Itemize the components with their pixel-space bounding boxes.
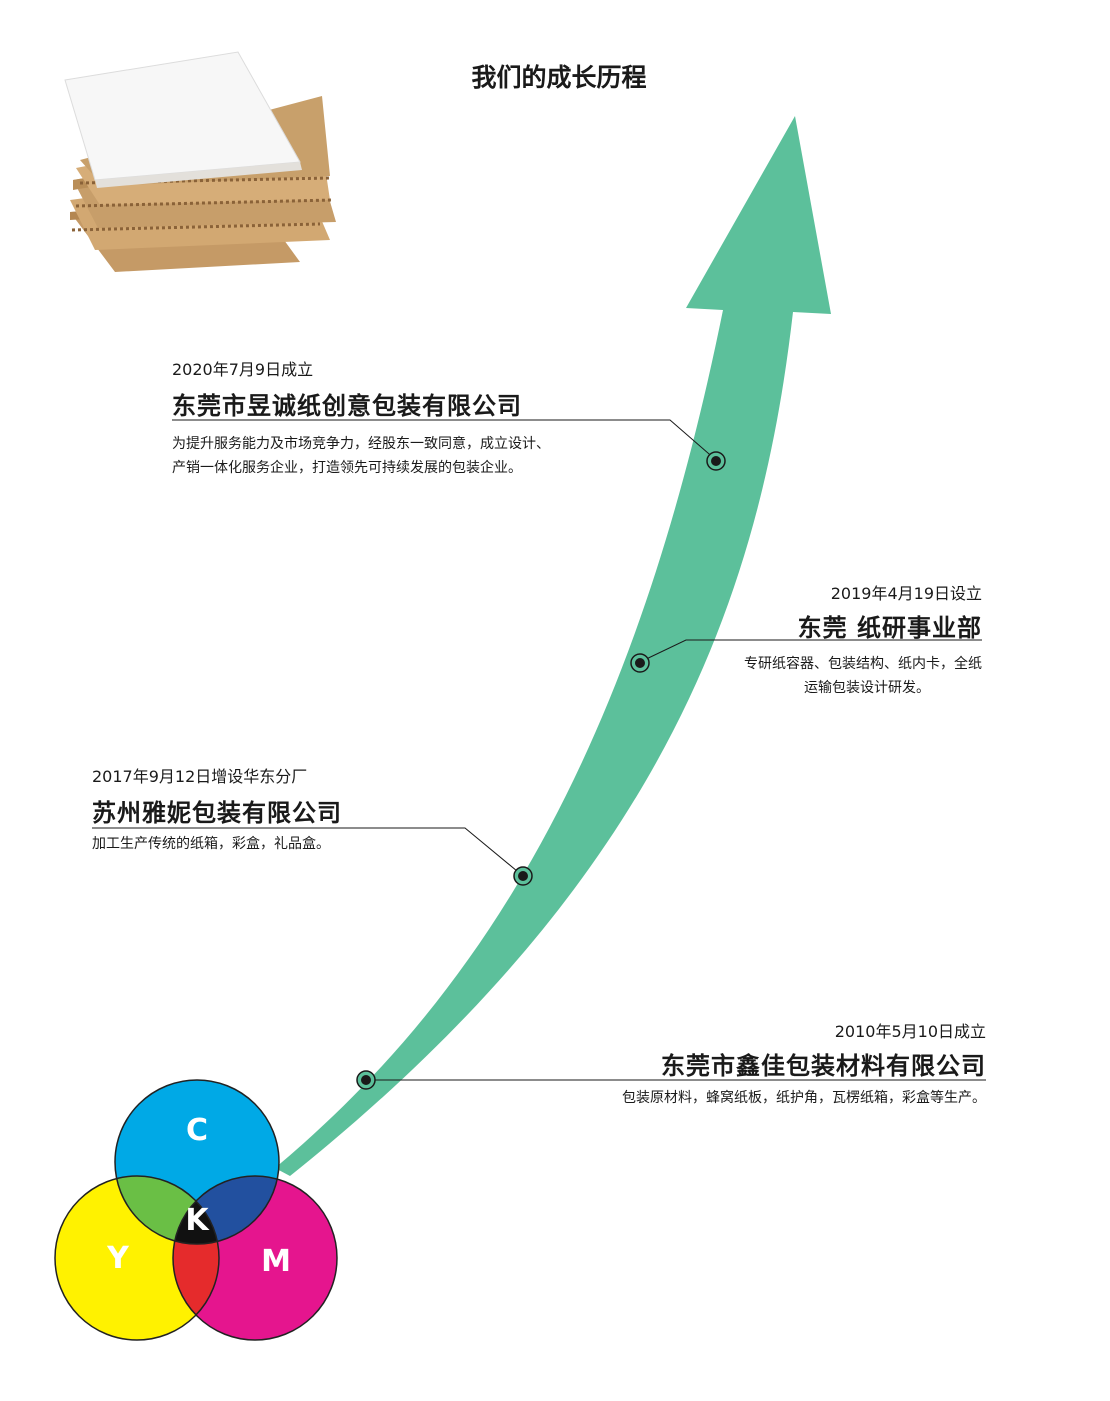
cmyk-label-y: Y xyxy=(106,1241,130,1276)
milestone-desc-line: 产销一体化服务企业，打造领先可持续发展的包装企业。 xyxy=(172,460,522,476)
milestone-company: 苏州雅妮包装有限公司 xyxy=(92,799,342,827)
cmyk-label-c: C xyxy=(186,1113,208,1148)
milestone-2020-description: 为提升服务能力及市场竞争力，经股东一致同意，成立设计、 产销一体化服务企业，打造… xyxy=(172,432,550,480)
milestone-2020: 2020年7月9日成立 东莞市昱诚纸创意包装有限公司 xyxy=(172,356,522,421)
milestone-desc-line: 加工生产传统的纸箱，彩盒，礼品盒。 xyxy=(92,836,330,852)
milestone-2019: 2019年4月19日设立 东莞 纸研事业部 xyxy=(798,580,982,643)
cmyk-label-k: K xyxy=(185,1203,210,1238)
milestone-2017-description: 加工生产传统的纸箱，彩盒，礼品盒。 xyxy=(92,832,330,856)
milestone-desc-line: 运输包装设计研发。 xyxy=(804,680,930,696)
milestone-company: 东莞市鑫佳包装材料有限公司 xyxy=(661,1052,986,1080)
milestone-desc-line: 专研纸容器、包装结构、纸内卡，全纸 xyxy=(744,656,982,672)
milestone-company: 东莞市昱诚纸创意包装有限公司 xyxy=(172,392,522,420)
timeline-node-2017 xyxy=(513,866,533,886)
timeline-node-2020 xyxy=(706,451,726,471)
milestone-desc-line: 为提升服务能力及市场竞争力，经股东一致同意，成立设计、 xyxy=(172,436,550,452)
connector-lines xyxy=(92,419,986,1081)
milestone-date: 2010年5月10日成立 xyxy=(834,1022,986,1041)
cmyk-circles-logo: C Y M K xyxy=(54,1079,338,1341)
milestone-company: 东莞 纸研事业部 xyxy=(797,614,982,642)
timeline-node-2019 xyxy=(630,653,650,673)
growth-arrow xyxy=(275,116,831,1176)
milestone-date: 2017年9月12日增设华东分厂 xyxy=(92,767,308,786)
cmyk-label-m: M xyxy=(261,1244,291,1279)
milestone-2010-description: 包装原材料，蜂窝纸板，纸护角，瓦楞纸箱，彩盒等生产。 xyxy=(622,1086,986,1110)
milestone-date: 2019年4月19日设立 xyxy=(830,584,982,603)
milestone-date: 2020年7月9日成立 xyxy=(172,360,314,379)
page-title: 我们的成长历程 xyxy=(471,63,647,92)
milestone-desc-line: 包装原材料，蜂窝纸板，纸护角，瓦楞纸箱，彩盒等生产。 xyxy=(622,1090,986,1106)
timeline-node-2010 xyxy=(356,1070,376,1090)
cardboard-stack-image xyxy=(64,51,336,272)
milestone-2019-description: 专研纸容器、包装结构、纸内卡，全纸 运输包装设计研发。 xyxy=(744,652,982,700)
milestone-2017: 2017年9月12日增设华东分厂 苏州雅妮包装有限公司 xyxy=(92,763,342,828)
milestone-2010: 2010年5月10日成立 东莞市鑫佳包装材料有限公司 xyxy=(661,1018,986,1081)
